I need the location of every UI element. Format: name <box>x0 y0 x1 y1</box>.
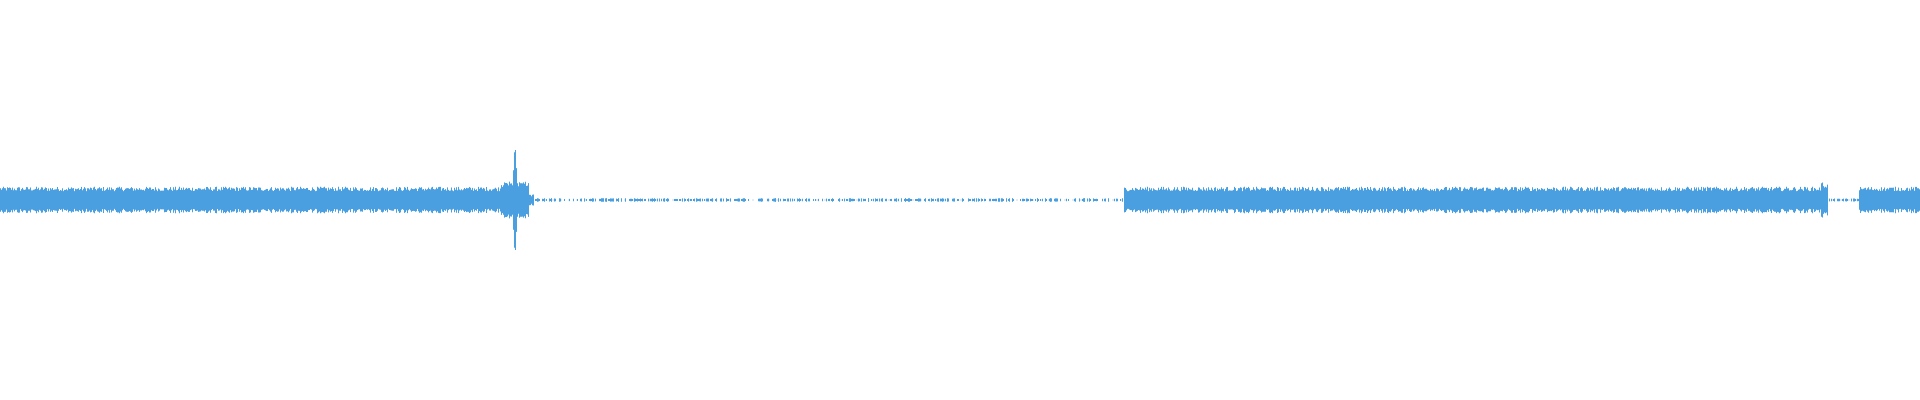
waveform-trace <box>0 150 1920 250</box>
